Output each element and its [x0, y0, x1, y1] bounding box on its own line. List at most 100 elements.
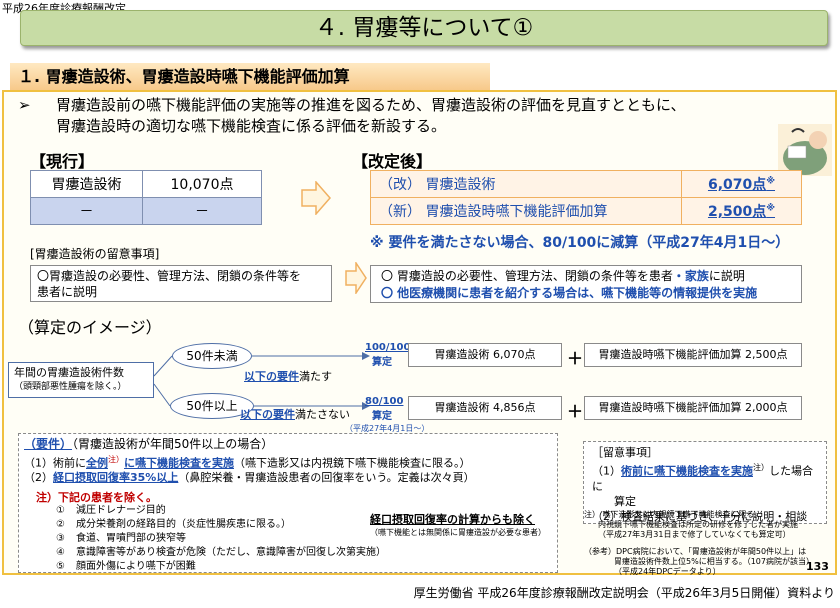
current-empty-value: －	[142, 197, 262, 225]
annual-case-count-note: （頭頸部悪性腫瘍を除く。）	[14, 382, 127, 392]
notes-heading: ［留意事項］	[592, 446, 658, 459]
current-notes-line-2: 患者に説明	[37, 285, 98, 299]
source-footer: 厚生労働省 平成26年度診療報酬改定説明会（平成26年3月5日開催）資料より	[413, 586, 835, 600]
revised-notes-family: ・家族	[672, 269, 709, 283]
full-rate-word: 算定	[372, 357, 392, 368]
requirements-not-met-text: 満たさない	[295, 408, 350, 421]
requirement-2-note: （鼻腔栄養・胃瘻造設患者の回復率をいう。定義は次々頁）	[178, 471, 475, 484]
requirement-2-text: （2）	[24, 471, 53, 484]
requirement-1-note: （嚥下造影又は内視鏡下嚥下機能検査に限る。）	[234, 456, 471, 470]
test-footnote-line-3: （平成27年3月31日まで修了していなくても算定可）	[598, 530, 791, 539]
footnote-mark: 注）	[108, 455, 124, 464]
requirements-title-text: （胃瘻造設術が年間50件以上の場合）	[72, 437, 274, 451]
revised-notes-text: 〇 胃瘻造設の必要性、管理方法、閉鎖の条件等を患者	[381, 269, 673, 283]
table-row: － －	[30, 197, 262, 225]
requirements-met-label: 以下の要件満たす	[244, 368, 332, 384]
list-item: ④ 意識障害等があり検査が危険（ただし、意識障害が回復し次第実施）	[56, 546, 386, 560]
test-footnote-line-1: 注） 嚥下造影又は内視鏡下嚥下機能検査に限る。	[584, 510, 763, 519]
requirement-1-test: に嚥下機能検査を実施	[124, 456, 234, 470]
requirements-title-tag: （要件）	[24, 437, 73, 451]
over-50-oval: 50件以上	[170, 393, 254, 419]
requirement-1: （1）術前に全例注）に嚥下機能検査を実施（嚥下造影又は内視鏡下嚥下機能検査に限る…	[24, 452, 471, 471]
page-number: 133	[806, 560, 829, 573]
bullet-line-1: 胃瘻造設前の嚥下機能評価の実施等の推進を図るため、胃瘻造設術の評価を見直すととも…	[56, 96, 686, 114]
recovery-rate-exclusion-note: （嚥下機能とは無関係に胃瘻造設が必要な患者）	[370, 528, 546, 537]
reduced-procedure-points-box: 胃瘻造設術 4,856点	[408, 396, 562, 420]
footnote-mark: 注）	[753, 463, 769, 472]
notes-item-1-number: （1）	[592, 464, 621, 478]
notes-item-2: （2）検査結果に基づき、十分に説明・相談	[592, 509, 808, 523]
test-footnote-line-2: 内視鏡下嚥下機能検査は所定の研修を修了した者が実施	[598, 520, 798, 529]
current-procedure-name: 胃瘻造設術	[30, 170, 143, 198]
reduced-rate-date: （平成27年4月1日～）	[345, 424, 430, 433]
bullet-line-2: 胃瘻造設時の適切な嚥下機能検査に係る評価を新設する。	[56, 117, 447, 135]
requirements-link-text: 以下の要件	[244, 370, 299, 383]
revised-procedure-label: （改） 胃瘻造設術	[370, 170, 682, 198]
table-row: 胃瘻造設術 10,070点	[30, 170, 262, 198]
notes-item-1: （1）術前に嚥下機能検査を実施注）した場合に	[592, 460, 818, 494]
requirement-2: （2）経口摂取回復率35%以上（鼻腔栄養・胃瘻造設患者の回復率をいう。定義は次々…	[24, 470, 475, 485]
calculation-heading: （算定のイメージ）	[18, 318, 162, 337]
under-50-oval: 50件未満	[172, 343, 252, 369]
exclusion-note: 注）下記の患者を除く。	[36, 491, 157, 504]
list-text: 食道、胃噴門部の狭窄等	[76, 533, 186, 544]
revised-notes-text: に説明	[708, 269, 745, 283]
bullet-text: 胃瘻造設前の嚥下機能評価の実施等の推進を図るため、胃瘻造設術の評価を見直すととも…	[56, 95, 756, 137]
requirement-2-rate: 経口摂取回復率35%以上	[53, 471, 179, 484]
current-notes-line-1: 〇胃瘻造設の必要性、管理方法、閉鎖の条件等を	[37, 269, 302, 283]
procedure-points-box: 胃瘻造設術 6,070点	[408, 343, 562, 367]
revised-notes-line-2: 〇 他医療機関に患者を紹介する場合は、嚥下機能等の情報提供を実施	[381, 286, 758, 300]
full-rate-value: 100/100	[365, 342, 411, 353]
revised-procedure-points-value: 6,070点	[707, 177, 767, 193]
list-text: 減圧ドレナージ目的	[76, 505, 166, 516]
new-addition-points-value: 2,500点	[707, 204, 767, 220]
reduced-rate-word: 算定	[372, 411, 392, 422]
current-table: 胃瘻造設術 10,070点 － －	[30, 170, 262, 225]
test-footnote: 注） 嚥下造影又は内視鏡下嚥下機能検査に限る。 内視鏡下嚥下機能検査は所定の研修…	[584, 510, 798, 540]
reference-note-line-3: （平成24年DPCデータより）	[614, 567, 721, 576]
requirements-link-text: 以下の要件	[240, 408, 295, 421]
list-text: 顔面外傷により嚥下が困難	[76, 561, 196, 572]
notes-item-1-text: した場合に	[592, 464, 813, 493]
new-addition-points: 2,500点※	[681, 197, 802, 225]
list-text: 成分栄養剤の経路目的（炎症性腸疾患に限る。）	[76, 519, 291, 530]
revised-heading: 【改定後】	[352, 152, 433, 171]
annual-case-count-label: 年間の胃瘻造設術件数	[14, 366, 124, 379]
reduced-rate-label: 80/100 算定	[365, 396, 404, 422]
requirements-title: （要件）（胃瘻造設術が年間50件以上の場合）	[24, 435, 273, 452]
requirement-1-text: （1）術前に	[24, 456, 86, 470]
plus-sign: ＋	[567, 402, 584, 421]
plus-sign: ＋	[567, 349, 584, 368]
reference-note: （参考）DPC病院において、「胃瘻造設術が年間50件以上」は 胃瘻造設術件数上位…	[584, 547, 814, 577]
current-notes-box: 〇胃瘻造設の必要性、管理方法、閉鎖の条件等を 患者に説明	[30, 265, 332, 302]
revised-procedure-points: 6,070点※	[681, 170, 802, 198]
footnote-mark: ※	[766, 176, 776, 187]
list-text: 意識障害等があり検査が危険（ただし、意識障害が回復し次第実施）	[76, 547, 386, 558]
revised-notes-box: 〇 胃瘻造設の必要性、管理方法、閉鎖の条件等を患者・家族に説明 〇 他医療機関に…	[370, 265, 802, 303]
right-arrow-icon	[301, 181, 331, 215]
reduction-note: ※ 要件を満たさない場合、80/100に減算（平成27年4月1日～）	[370, 235, 790, 251]
notes-item-1-continuation: 算定	[614, 494, 636, 508]
annual-case-count-box: 年間の胃瘻造設術件数 （頭頸部悪性腫瘍を除く。）	[8, 362, 154, 398]
list-item: ⑤ 顔面外傷により嚥下が困難	[56, 560, 386, 574]
table-row: （改） 胃瘻造設術 6,070点※	[370, 170, 802, 198]
revised-table: （改） 胃瘻造設術 6,070点※ （新） 胃瘻造設時嚥下機能評価加算 2,50…	[370, 170, 802, 225]
list-number: ⑤	[56, 561, 65, 572]
notes-box: ［留意事項］ （1）術前に嚥下機能検査を実施注）した場合に 算定 （2）検査結果…	[583, 441, 827, 524]
list-number: ④	[56, 547, 65, 558]
reduced-rate-value: 80/100	[365, 396, 404, 407]
nurse-illustration	[778, 124, 832, 176]
reference-note-line-2: 胃瘻造設術件数上位5%に相当する。（107病院が該当）	[614, 557, 814, 566]
requirements-met-text: 満たす	[299, 370, 332, 383]
recovery-rate-exclusion-title: 経口摂取回復率の計算からも除く	[370, 513, 535, 526]
addition-points-box: 胃瘻造設時嚥下機能評価加算 2,500点	[584, 343, 802, 367]
reference-note-line-1: （参考）DPC病院において、「胃瘻造設術が年間50件以上」は	[584, 547, 807, 556]
reduced-addition-points-box: 胃瘻造設時嚥下機能評価加算 2,000点	[584, 396, 802, 420]
list-number: ②	[56, 519, 65, 530]
page-title: ４. 胃瘻等について①	[20, 10, 828, 46]
current-notes-heading: [胃瘻造設術の留意事項]	[30, 247, 160, 261]
